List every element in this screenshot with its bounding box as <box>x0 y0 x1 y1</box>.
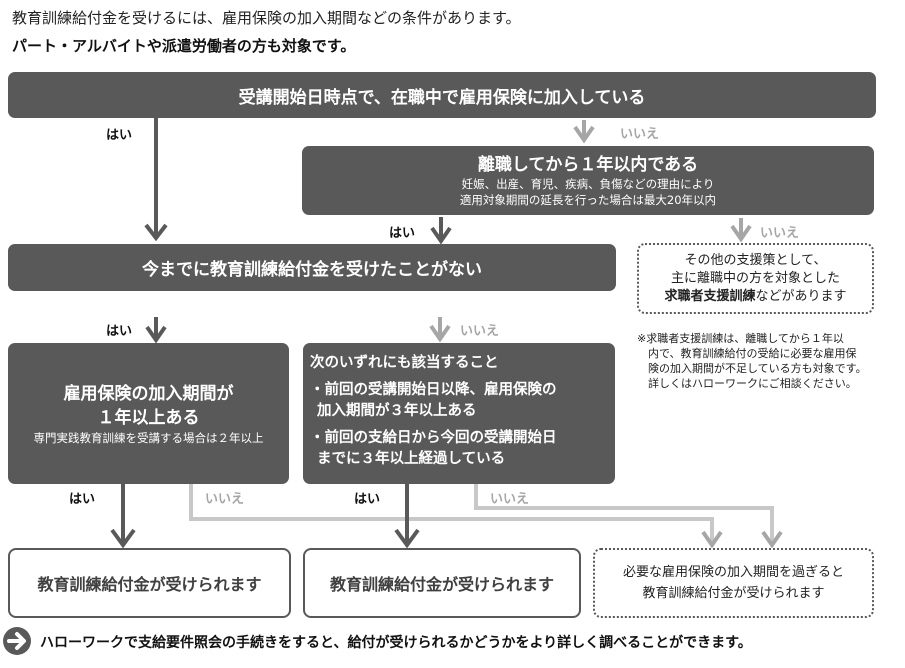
q2-title: 離職してから１年以内である <box>477 154 699 175</box>
q4-note: 専門実践教育訓練を受講する場合は２年以上 <box>33 430 264 445</box>
other-support-line-3: 求職者支援訓練などがあります <box>664 288 846 306</box>
q1-yes-label: はい <box>106 128 133 143</box>
arrow-q2-no <box>730 218 752 243</box>
q4-title-line-2: １年以上ある <box>97 407 200 428</box>
support-note-line-1: ※求職者支援訓練は、離職してから１年以 <box>637 332 844 345</box>
intro-line-1: 教育訓練給付金を受けるには、雇用保険の加入期間などの条件があります。 <box>12 9 521 27</box>
q4-no-label: いいえ <box>205 492 245 507</box>
q3-yes-label: はい <box>106 324 133 339</box>
q1-title: 受講開始日時点で、在職中で雇用保険に加入している <box>238 87 646 108</box>
other-support-line-3-rest: などがあります <box>755 288 847 304</box>
question-enrolled-in-employment-insurance: 受講開始日時点で、在職中で雇用保険に加入している <box>8 72 876 118</box>
q2-note-line-1: 妊娠、出産、育児、疾病、負傷などの理由により <box>461 176 715 191</box>
question-insurance-period-one-year: 雇用保険の加入期間が １年以上ある 専門実践教育訓練を受講する場合は２年以上 <box>8 343 289 484</box>
arrow-q3-no <box>429 317 451 343</box>
q2-no-label: いいえ <box>760 226 800 241</box>
arrow-q5-no <box>474 484 783 549</box>
result-3-line-2: 教育訓練給付金が受けられます <box>642 586 825 601</box>
result-3-line-1: 必要な雇用保険の加入期間を過ぎると <box>622 565 844 580</box>
other-support-box: その他の支援策として、 主に離職中の方を対象とした 求職者支援訓練などがあります <box>637 243 874 314</box>
q2-yes-label: はい <box>389 226 416 241</box>
q5-bullet-2-line-1: ・前回の支給日から今回の受講開始日 <box>310 430 557 446</box>
support-note-line-4: 詳しくはハローワークにご相談ください。 <box>648 377 857 390</box>
arrow-q5-yes <box>394 484 420 549</box>
result-2-text: 教育訓練給付金が受けられます <box>329 575 554 594</box>
q5-yes-label: はい <box>354 492 381 507</box>
q2-note-line-2: 適用対象期間の延長を行った場合は最大20年以内 <box>459 192 717 207</box>
intro-line-2: パート・アルバイトや派遣労働者の方も対象です。 <box>12 37 356 55</box>
q1-no-label: いいえ <box>620 127 660 142</box>
arrow-q3-yes <box>145 317 167 344</box>
question-within-one-year-of-leaving: 離職してから１年以内である 妊娠、出産、育児、疾病、負傷などの理由により 適用対… <box>302 146 874 215</box>
q5-bullet-2-line-2: までに３年以上経過している <box>317 451 506 467</box>
q3-title: 今までに教育訓練給付金を受けたことがない <box>142 260 482 280</box>
result-eligible-after-period: 必要な雇用保険の加入期間を過ぎると 教育訓練給付金が受けられます <box>593 548 874 618</box>
arrow-q1-no <box>573 120 595 144</box>
footer-message: ハローワークで支給要件照会の手続きをすると、給付が受けられるかどうかをより詳しく… <box>40 635 752 651</box>
arrow-q4-yes <box>110 484 136 549</box>
question-previous-recipient-conditions: 次のいずれにも該当すること ・前回の受講開始日以降、雇用保険の 加入期間が３年以… <box>303 343 615 484</box>
q5-bullet-1-line-1: ・前回の受講開始日以降、雇用保険の <box>310 382 557 398</box>
result-eligible-1: 教育訓練給付金が受けられます <box>8 548 291 618</box>
q5-heading: 次のいずれにも該当すること <box>310 355 499 371</box>
job-seeker-training-term: 求職者支援訓練 <box>664 288 756 304</box>
arrow-q4-no <box>189 484 723 549</box>
result-eligible-2: 教育訓練給付金が受けられます <box>303 548 581 618</box>
q4-title-line-1: 雇用保険の加入期間が <box>63 383 234 404</box>
result-1-text: 教育訓練給付金が受けられます <box>37 575 262 594</box>
arrow-q2-yes <box>430 217 452 245</box>
question-never-received-benefit: 今までに教育訓練給付金を受けたことがない <box>8 244 616 291</box>
q5-bullet-1-line-2: 加入期間が３年以上ある <box>317 403 477 419</box>
arrow-q1-yes <box>144 117 168 242</box>
q5-no-label: いいえ <box>490 492 530 507</box>
support-note-line-2: 内で、教育訓練給付の受給に必要な雇用保 <box>648 347 857 360</box>
q3-no-label: いいえ <box>460 324 500 339</box>
arrow-right-circle-icon <box>3 627 31 655</box>
other-support-line-1: その他の支援策として、 <box>684 252 827 268</box>
q4-yes-label: はい <box>69 492 96 507</box>
job-seeker-training-note: ※求職者支援訓練は、離職してから１年以 内で、教育訓練給付の受給に必要な雇用保 … <box>637 331 905 391</box>
support-note-line-3: 険の加入期間が不足している方も対象です。 <box>648 362 867 375</box>
other-support-line-2: 主に離職中の方を対象とした <box>670 270 840 286</box>
